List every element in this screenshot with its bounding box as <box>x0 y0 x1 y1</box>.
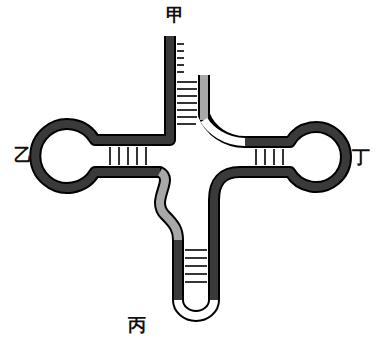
part-label: 丙 <box>128 316 146 334</box>
part-label: 丁 <box>352 148 370 166</box>
part-label: 乙 <box>14 146 32 164</box>
part-label: 甲 <box>166 6 184 24</box>
